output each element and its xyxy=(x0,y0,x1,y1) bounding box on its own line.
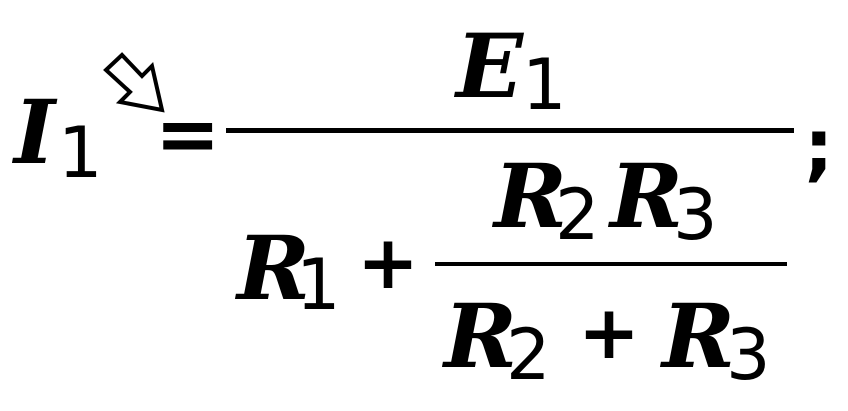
denominator-plus: + xyxy=(357,220,420,306)
inner-numerator-first-subscript: 2 xyxy=(555,174,600,256)
inner-denominator-plus: + xyxy=(578,290,641,376)
terminator: ; xyxy=(804,104,834,190)
denominator-first-subscript: 1 xyxy=(296,244,341,326)
inner-numerator-second-symbol: R xyxy=(610,144,684,248)
inner-denominator-left-symbol: R xyxy=(444,284,518,388)
inner-denominator-right-symbol: R xyxy=(662,284,736,388)
lhs-symbol: I xyxy=(14,80,56,184)
numerator-symbol: E xyxy=(456,14,524,118)
inner-denominator-right-subscript: 3 xyxy=(726,314,771,396)
inner-fraction-bar xyxy=(435,262,787,266)
inner-numerator-second-subscript: 3 xyxy=(673,174,718,256)
numerator-subscript: 1 xyxy=(522,44,567,126)
main-fraction-bar xyxy=(226,128,794,133)
lhs-subscript: 1 xyxy=(58,112,103,194)
inner-denominator-left-subscript: 2 xyxy=(506,314,551,396)
inner-numerator-first-symbol: R xyxy=(494,144,568,248)
denominator-first-symbol: R xyxy=(237,216,311,320)
arrow-cursor-icon xyxy=(103,52,165,113)
equals-sign: = xyxy=(155,90,221,180)
